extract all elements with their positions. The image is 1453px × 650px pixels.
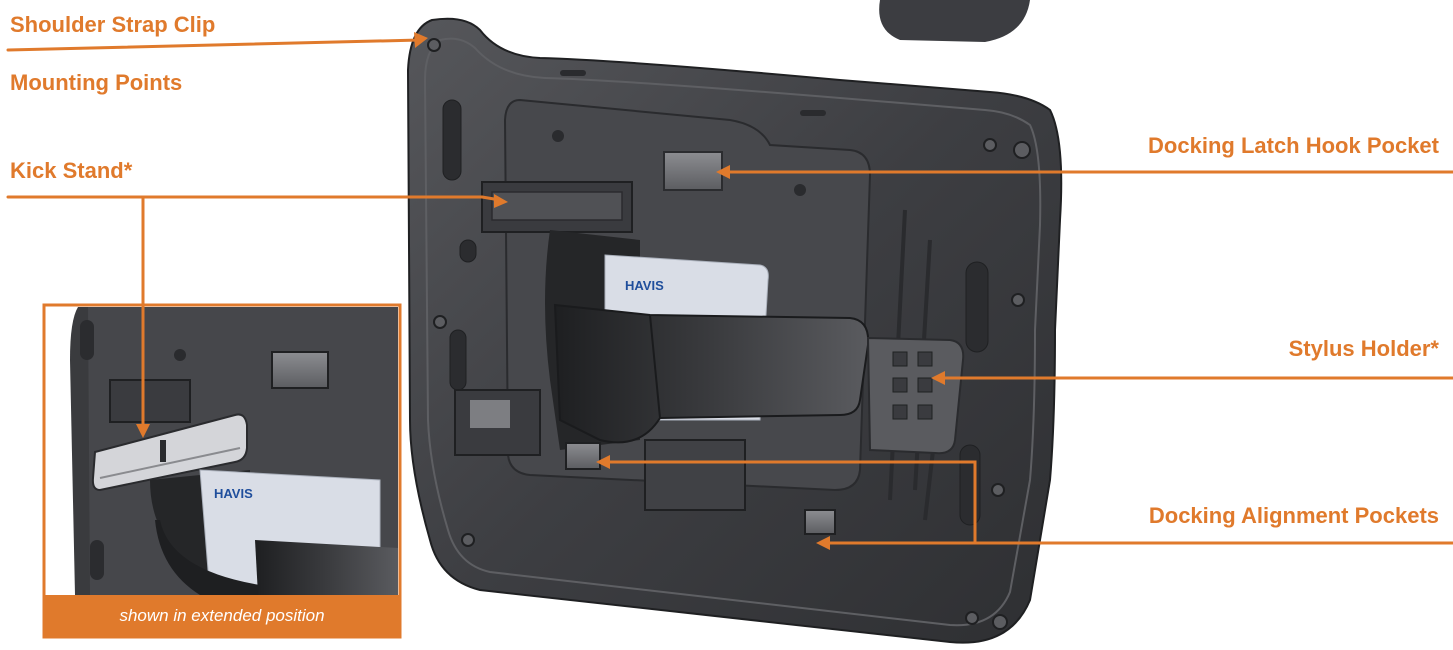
inset-caption: shown in extended position [44,595,400,637]
arrow-kick-stand-main [494,194,508,208]
lower-recess-insert [470,400,510,428]
label-kick-stand: Kick Stand* [10,158,133,183]
arrow-kick-stand-inset [136,424,150,438]
leader-alignment-bracket [603,460,1453,545]
leader-shoulder-strap-clip [6,38,422,52]
tablet-case: HAVIS [406,17,1063,644]
label-mounting-points: Mounting Points [10,70,183,95]
arrow-alignment-2 [816,536,830,550]
docking-alignment-pocket-2 [804,509,836,535]
label-stylus-holder: Stylus Holder* [1288,336,1439,361]
device-top-edge [879,0,1030,42]
plate-hole [552,130,564,142]
mounting-points [427,38,1031,630]
card-logo: HAVIS [625,278,664,293]
label-docking-alignment-pockets: Docking Alignment Pockets [1148,503,1439,528]
top-slot-2 [800,110,826,116]
inset-caption-text: shown in extended position [119,606,325,625]
label-docking-latch-hook-pocket: Docking Latch Hook Pocket [1148,133,1439,158]
label-shoulder-strap-clip: Shoulder Strap Clip [10,12,216,37]
inset-panel: HAVIS [42,303,402,639]
arrow-stylus-holder [931,371,945,385]
case-rim [423,37,1042,627]
plate-hole-2 [794,184,806,196]
docking-alignment-pocket-1 [565,442,601,470]
arrow-shoulder-strap-clip [414,32,428,48]
inset-card-logo: HAVIS [214,486,253,501]
center-recess [644,439,746,511]
leader-lines [6,32,1453,550]
stylus-holder [866,336,965,455]
strap-fold [649,314,661,419]
docking-latch-hook-pocket [663,151,723,191]
arrow-docking-latch [716,165,730,179]
top-slot [560,70,586,76]
arrow-alignment-1 [596,455,610,469]
kick-stand-bar [491,191,623,221]
hand-strap [553,303,870,444]
